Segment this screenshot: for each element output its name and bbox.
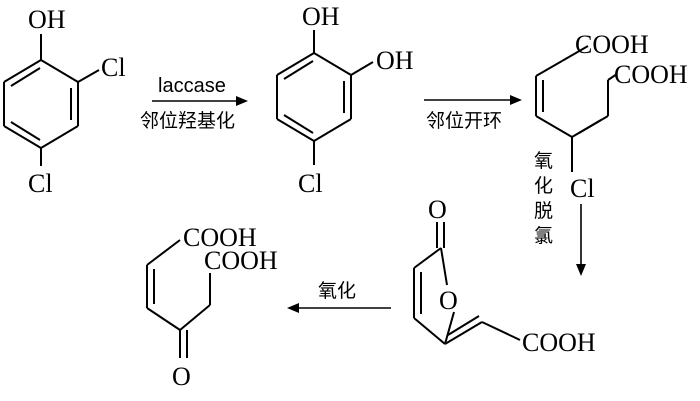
step-label-char: 脱 [534, 200, 553, 222]
chlorine-label: Cl [28, 169, 53, 198]
arrow-step-4: 氧化 [287, 280, 391, 313]
carboxyl-label: COOH [575, 30, 649, 59]
step-label-oxidation: 氧化 [318, 280, 356, 302]
molecule-maleylacetate: COOH COOH O [146, 223, 278, 391]
carboxyl-label: COOH [614, 60, 688, 89]
step-label-char: 氯 [534, 225, 553, 247]
arrow-step-3: 氧 化 脱 氯 [534, 150, 586, 276]
molecule-4-chlorocatechol: OH OH Cl [276, 2, 414, 198]
step-label-char: 化 [534, 175, 553, 197]
hydroxyl-label: OH [302, 2, 340, 31]
molecule-chloromuconic-acid: COOH COOH Cl [535, 30, 688, 203]
ring-oxygen-label: O [439, 286, 458, 315]
step-label-ring-cleavage: 邻位开环 [426, 110, 502, 132]
carboxyl-label: COOH [204, 246, 278, 275]
carboxyl-label: COOH [183, 223, 257, 252]
arrow-step-1: laccase 邻位羟基化 [140, 75, 248, 132]
carboxyl-label: COOH [522, 328, 596, 357]
hydroxyl-label: OH [376, 46, 414, 75]
hydroxyl-label: OH [28, 5, 66, 34]
ketone-oxygen-label: O [172, 362, 191, 391]
step-label-hydroxylation: 邻位羟基化 [140, 110, 235, 132]
chlorine-label: Cl [570, 174, 595, 203]
chlorine-label: Cl [298, 169, 323, 198]
molecule-2-4-dichlorophenol: OH Cl Cl [3, 5, 126, 198]
step-label-char: 氧 [534, 150, 553, 172]
chlorine-label: Cl [101, 53, 126, 82]
enzyme-label: laccase [158, 75, 226, 97]
carbonyl-oxygen-label: O [428, 195, 447, 224]
molecule-dienelactone: O O COOH [413, 195, 596, 357]
arrow-step-2: 邻位开环 [424, 95, 522, 132]
